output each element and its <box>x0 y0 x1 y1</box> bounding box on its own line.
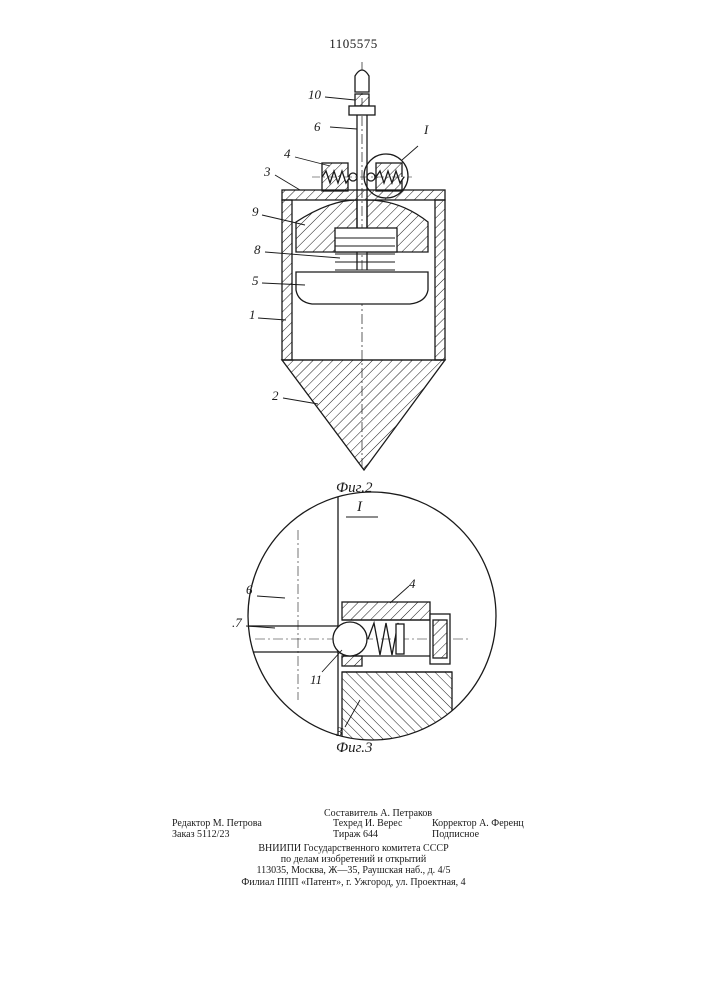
fig2-label-10: 10 <box>308 87 322 102</box>
imprint-circulation: Тираж 644 <box>333 829 378 841</box>
fig2-label-I: I <box>423 122 429 137</box>
fig2-label-9: 9 <box>252 204 259 219</box>
figure-3 <box>240 490 496 745</box>
fig3-label-7: .7 <box>232 615 242 630</box>
fig2-label-2: 2 <box>272 388 279 403</box>
fig2-label-8: 8 <box>254 242 261 257</box>
fig2-label-6: 6 <box>314 119 321 134</box>
fig2-label-4: 4 <box>284 146 291 161</box>
fig3-label-4: 4 <box>409 576 416 591</box>
fig3-caption: Фиг.3 <box>336 740 372 756</box>
imprint-org-line3: 113035, Москва, Ж—35, Раушская наб., д. … <box>0 865 707 877</box>
imprint-order: Заказ 5112/23 <box>172 829 229 841</box>
fig2-label-5: 5 <box>252 273 259 288</box>
fig3-label-11: 11 <box>310 672 322 687</box>
fig2-label-1: 1 <box>249 307 256 322</box>
figure-2 <box>282 62 445 470</box>
fig2-label-3: 3 <box>263 164 271 179</box>
fig3-detail-mark: I <box>356 499 363 515</box>
imprint-org-line4: Филиал ППП «Патент», г. Ужгород, ул. Про… <box>0 877 707 889</box>
imprint-subscription: Подписное <box>432 829 479 841</box>
fig3-label-3: 3 <box>335 724 343 739</box>
fig3-label-6: 6 <box>246 582 253 597</box>
